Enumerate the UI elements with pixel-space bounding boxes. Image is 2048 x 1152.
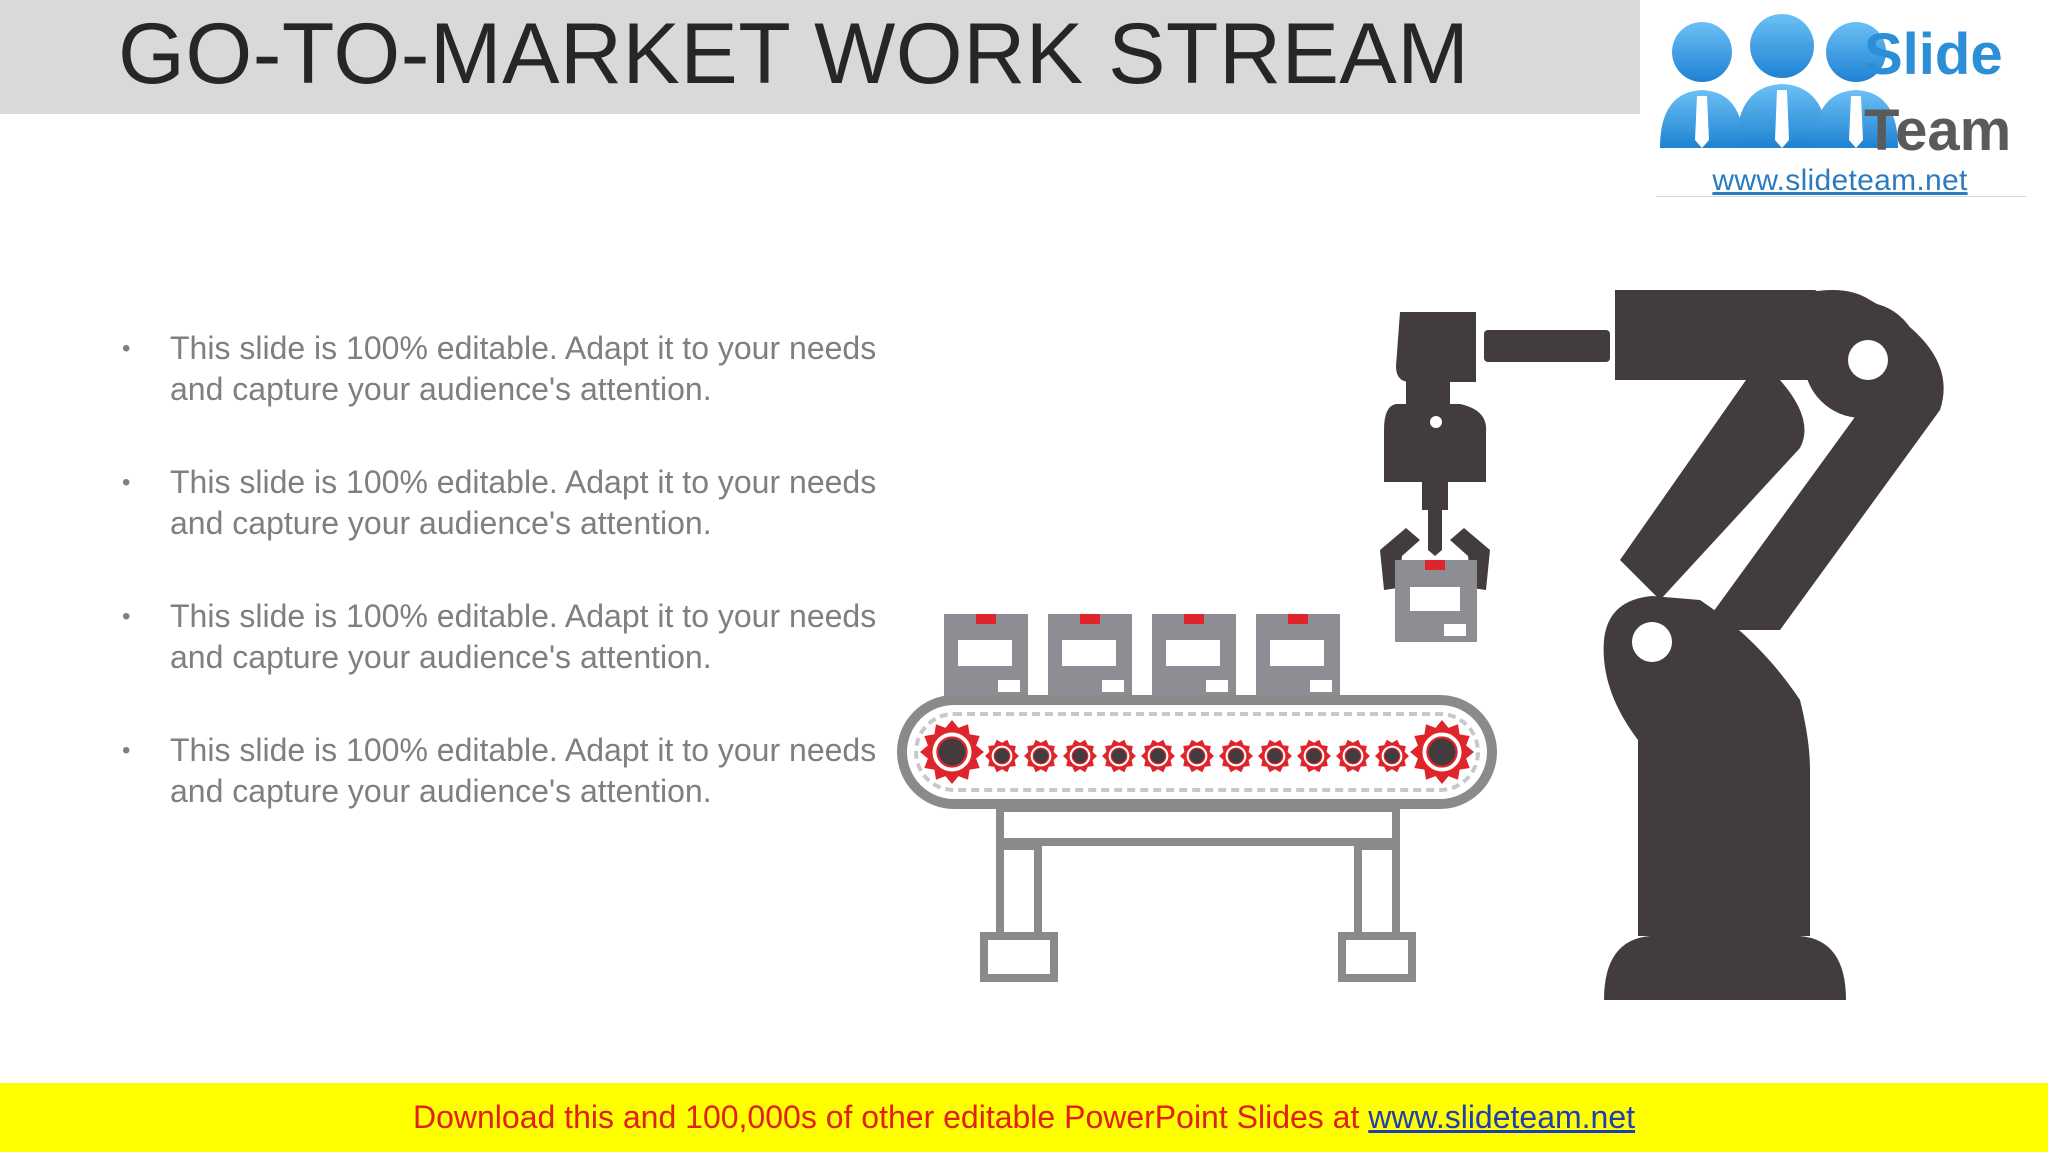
logo-word-slide: Slide [1864,22,2003,87]
gear-icon [985,739,1019,773]
bullet-dot: • [122,603,131,630]
bullet-list: • This slide is 100% editable. Adapt it … [118,328,918,864]
bullet-item: • This slide is 100% editable. Adapt it … [118,730,918,812]
bullet-item: • This slide is 100% editable. Adapt it … [118,328,918,410]
gear-icon [1141,739,1175,773]
conveyor-belt [897,695,1497,809]
bullet-dot: • [122,737,131,764]
bullet-dot: • [122,469,131,496]
logo-word-team: Team [1864,98,2011,160]
bullet-dot: • [122,335,131,362]
conveyor-boxes [944,614,1340,698]
gear-icon [1024,739,1058,773]
slide-title: GO-TO-MARKET WORK STREAM [118,6,1470,102]
bullet-text: This slide is 100% editable. Adapt it to… [170,598,877,675]
robot-arm-conveyor-icon [897,290,1944,1000]
gear-icon [1297,739,1331,773]
gear-icon [1180,739,1214,773]
people-logo-icon: Slide Team [1660,14,2011,163]
gear-icon [1258,739,1292,773]
bullet-item: • This slide is 100% editable. Adapt it … [118,462,918,544]
footer-banner: Download this and 100,000s of other edit… [0,1083,2048,1152]
logo-divider [1656,196,2026,197]
conveyor-table [980,804,1416,982]
title-bar: GO-TO-MARKET WORK STREAM [0,0,1640,114]
bullet-item: • This slide is 100% editable. Adapt it … [118,596,918,678]
gear-icon [1375,739,1409,773]
gear-icon [920,720,984,784]
footer-link[interactable]: www.slideteam.net [1368,1099,1636,1135]
logo-url-link[interactable]: www.slideteam.net [1712,164,1968,197]
gear-icon [1410,720,1474,784]
gear-icon [1102,739,1136,773]
bullet-text: This slide is 100% editable. Adapt it to… [170,330,877,407]
gear-icon [1063,739,1097,773]
bullet-text: This slide is 100% editable. Adapt it to… [170,464,877,541]
package-held [1395,560,1477,642]
bullet-text: This slide is 100% editable. Adapt it to… [170,732,877,809]
gear-icon [1219,739,1253,773]
footer-message: Download this and 100,000s of other edit… [412,1099,1369,1135]
gear-icon [1336,739,1370,773]
footer-text: Download this and 100,000s of other edit… [0,1099,2048,1136]
slideteam-logo[interactable]: Slide Team www.slideteam.net [1642,0,2038,200]
